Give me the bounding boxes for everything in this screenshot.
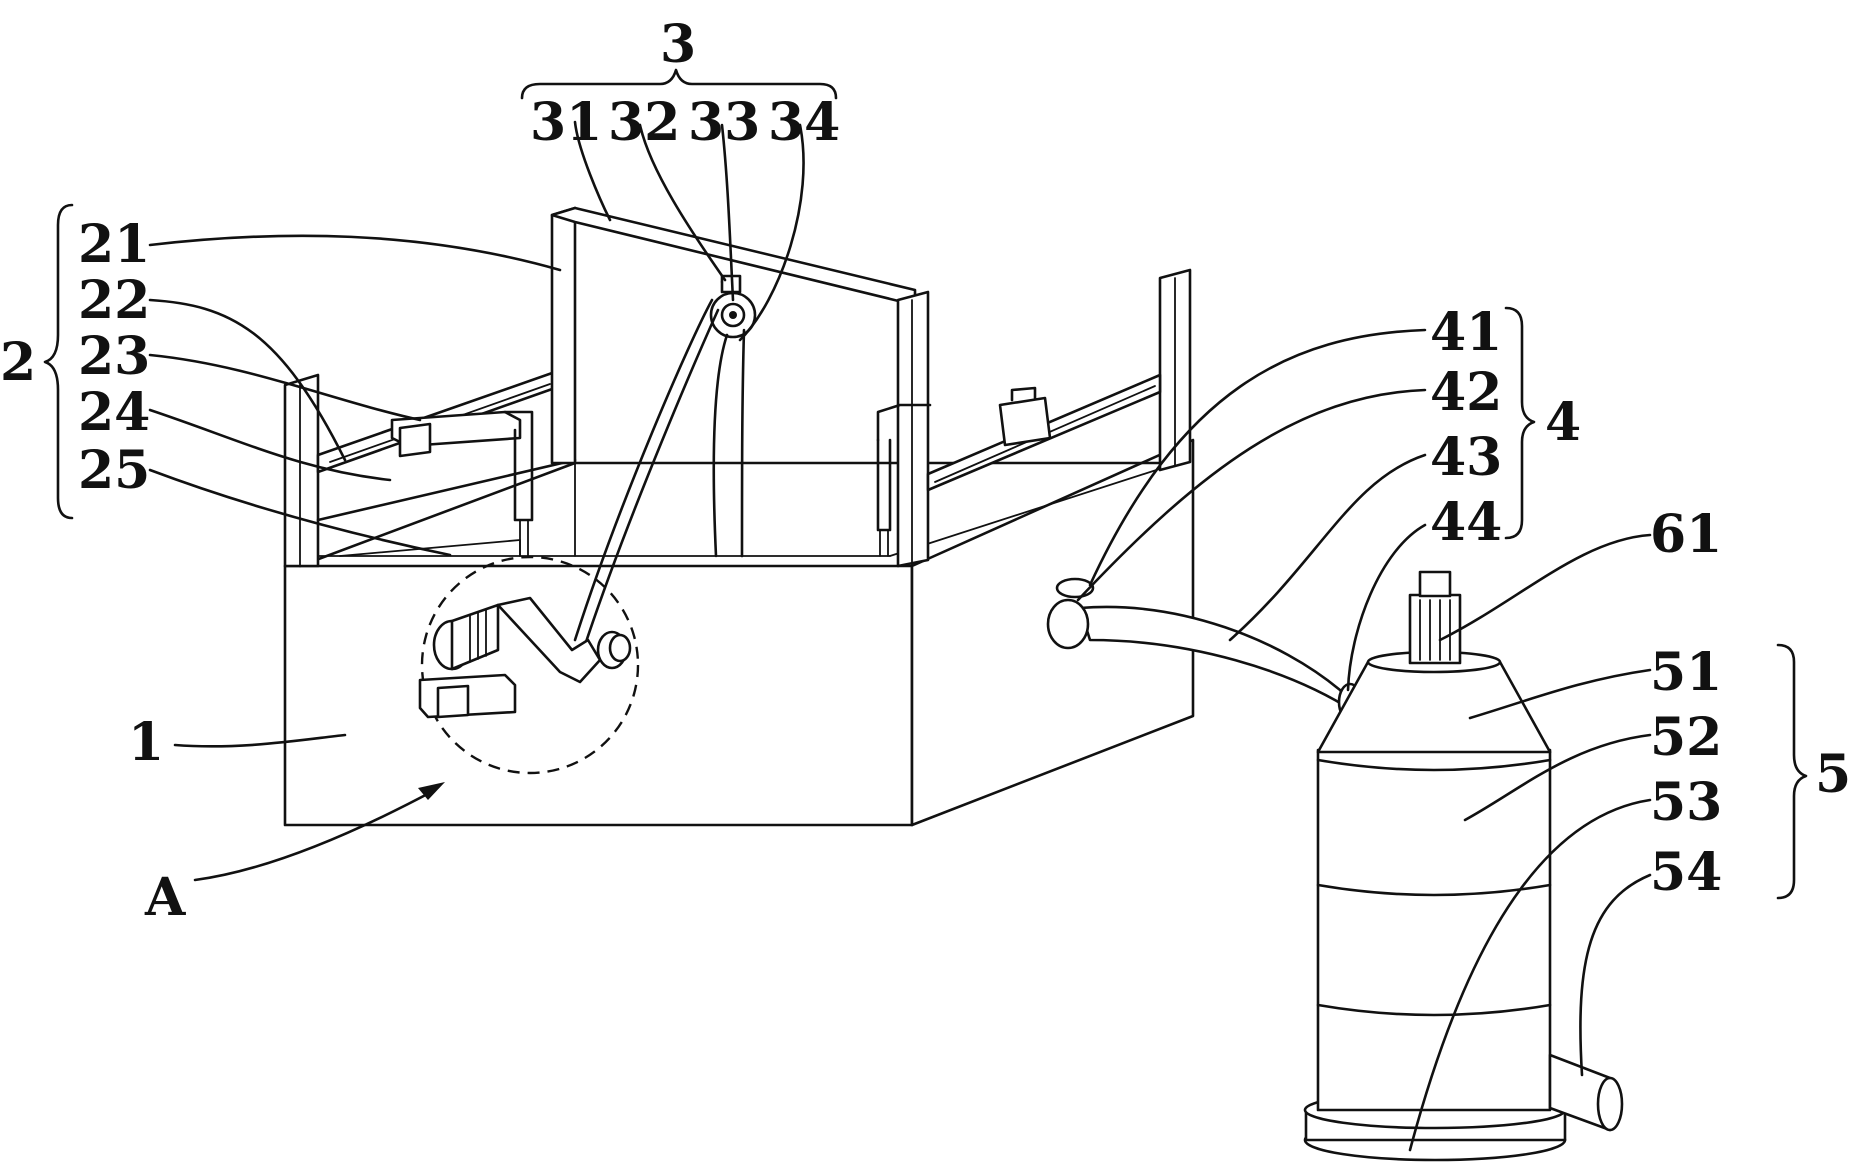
reference-labels: 2 21 22 23 24 25 3 31 32 33 34 41 42 43 … [0,14,1851,928]
label-24: 24 [78,382,150,443]
label-51: 51 [1650,642,1722,703]
label-5: 5 [1815,744,1851,805]
label-detail-a: A [144,867,186,928]
label-61: 61 [1650,504,1722,565]
label-42: 42 [1430,362,1502,423]
label-53: 53 [1650,772,1722,833]
label-44: 44 [1430,492,1502,553]
braces [43,68,1808,900]
label-43: 43 [1430,427,1502,488]
leader-lines [148,120,1652,1152]
label-33: 33 [688,92,760,153]
label-21: 21 [78,214,150,275]
label-52: 52 [1650,707,1722,768]
label-32: 32 [608,92,680,153]
label-4: 4 [1545,392,1581,453]
label-22: 22 [78,270,150,331]
left-rail-assembly [283,370,577,568]
label-3: 3 [660,14,696,75]
pulley-frame [550,206,930,647]
label-41: 41 [1430,302,1502,363]
label-34: 34 [768,92,840,153]
label-1: 1 [128,712,164,773]
pump-assembly [1303,570,1624,1162]
label-54: 54 [1650,842,1722,903]
label-2: 2 [0,332,36,393]
detail-a [418,555,640,775]
label-23: 23 [78,326,150,387]
label-31: 31 [530,92,602,153]
label-25: 25 [78,440,150,501]
right-rail-assembly [876,268,1192,557]
